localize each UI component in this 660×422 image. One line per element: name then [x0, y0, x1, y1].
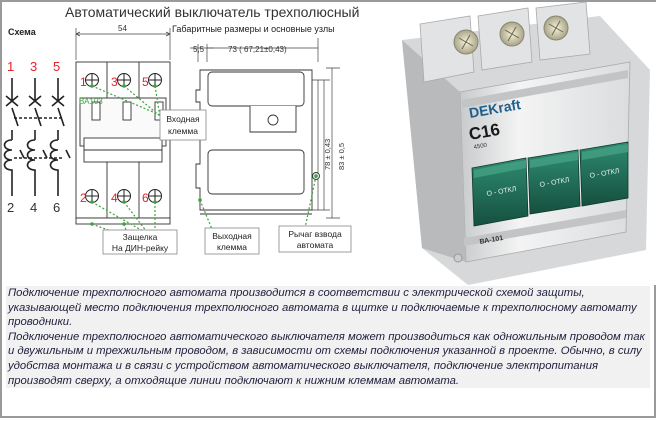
callout-cocking-lever: Рычаг взвода	[288, 229, 342, 239]
dimensions-heading: Габаритные размеры и основные узлы	[172, 24, 335, 34]
terminal-number: 2	[80, 191, 87, 205]
callout-input-terminal: клемма	[168, 126, 198, 136]
breaker-product-image: DEKraft C16 4500 ВА-101 O - ОТКЛ O - ОТК…	[378, 1, 656, 285]
terminal-number: 4	[111, 191, 118, 205]
breaker-drawing: 54 Габаритные размеры и основные узлы 5,…	[75, 24, 352, 255]
callout-din-latch: Защелка	[123, 232, 158, 242]
scheme-pole-number: 2	[7, 200, 14, 215]
callout-din-latch: На ДИН-рейку	[112, 243, 169, 253]
scheme-pole-number: 5	[53, 59, 60, 74]
dimension-width: 54	[118, 24, 127, 33]
dimension-height-inner: 78 ± 0,43	[323, 139, 332, 170]
product-series: ВА-101	[479, 235, 504, 246]
callout-input-terminal: Входная	[166, 114, 200, 124]
description-panel: Подключение трехполюсного автомата произ…	[6, 286, 650, 389]
terminal-number: 5	[142, 75, 149, 89]
wiring-scheme: Схема 1 3 5 2 4 6	[3, 27, 71, 215]
dimension-offset: 5,5	[193, 45, 205, 54]
callout-cocking-lever: автомата	[297, 240, 334, 250]
model-label: ВА103	[79, 97, 103, 106]
dimension-depth: 73 ( 67,21±0,43)	[228, 45, 287, 54]
description-paragraph: Подключение трехполюсного автоматическог…	[8, 330, 645, 387]
scheme-pole-number: 6	[53, 200, 60, 215]
callout-output-terminal: клемма	[217, 242, 247, 252]
terminal-number: 6	[142, 191, 149, 205]
dimension-height-outer: 83 ± 0,5	[337, 143, 346, 170]
scheme-label: Схема	[8, 27, 37, 37]
terminal-number: 3	[111, 75, 118, 89]
callout-output-terminal: Выходная	[212, 231, 252, 241]
scheme-pole-number: 1	[7, 59, 14, 74]
diagram-title: Автоматический выключатель трехполюсный	[65, 4, 359, 20]
product-breaking-capacity: 4500	[473, 143, 488, 151]
scheme-pole-number: 4	[30, 200, 37, 215]
terminal-number: 1	[80, 75, 87, 89]
scheme-pole-number: 3	[30, 59, 37, 74]
description-paragraph: Подключение трехполюсного автомата произ…	[8, 287, 637, 329]
breaker-diagram: Автоматический выключатель трехполюсный …	[3, 1, 656, 285]
